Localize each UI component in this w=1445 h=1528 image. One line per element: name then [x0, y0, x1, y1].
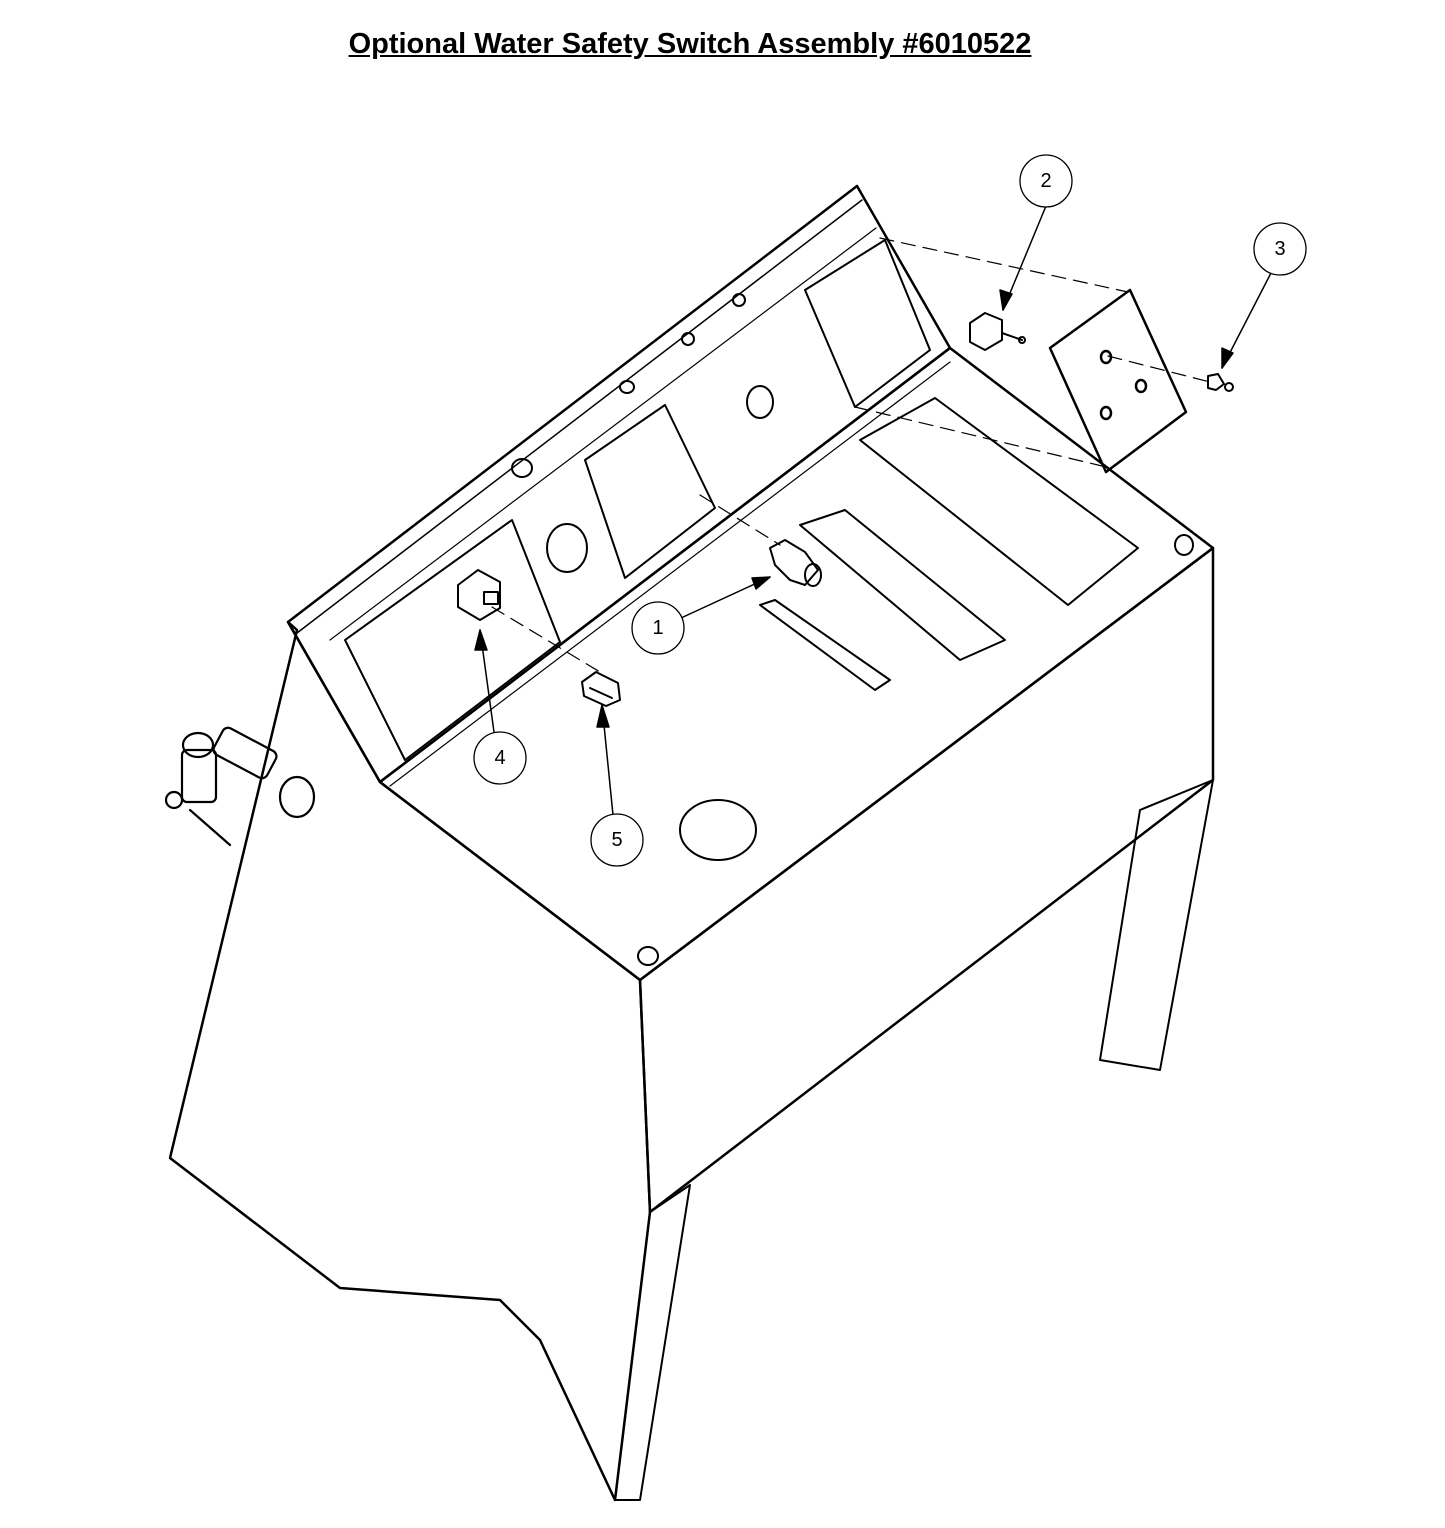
relay-socket-part: [581, 671, 621, 707]
svg-text:2: 2: [1040, 170, 1051, 192]
relay-part: [457, 569, 501, 621]
callout-5: 5: [590, 813, 644, 867]
svg-text:4: 4: [494, 747, 505, 769]
callout-2: 2: [1019, 154, 1073, 208]
indicator-light-part: [1207, 373, 1234, 392]
panel-openings: [344, 239, 1194, 966]
callout-1: 1: [631, 601, 685, 655]
callout-4: 4: [473, 731, 527, 785]
assembly-leader-lines: [491, 237, 1211, 673]
callout-3: 3: [1253, 222, 1307, 276]
callout-leaders: [474, 205, 1272, 816]
diagram-title: Optional Water Safety Switch Assembly #6…: [348, 28, 1032, 60]
svg-text:1: 1: [652, 617, 663, 639]
cover-plate: [1048, 288, 1188, 474]
toggle-switch-part: [969, 312, 1026, 351]
cabinet-frame: [168, 184, 1215, 1502]
svg-text:5: 5: [611, 829, 622, 851]
svg-text:3: 3: [1274, 238, 1285, 260]
pressure-switch-part: [769, 539, 822, 587]
water-valve-assembly: [164, 726, 316, 847]
